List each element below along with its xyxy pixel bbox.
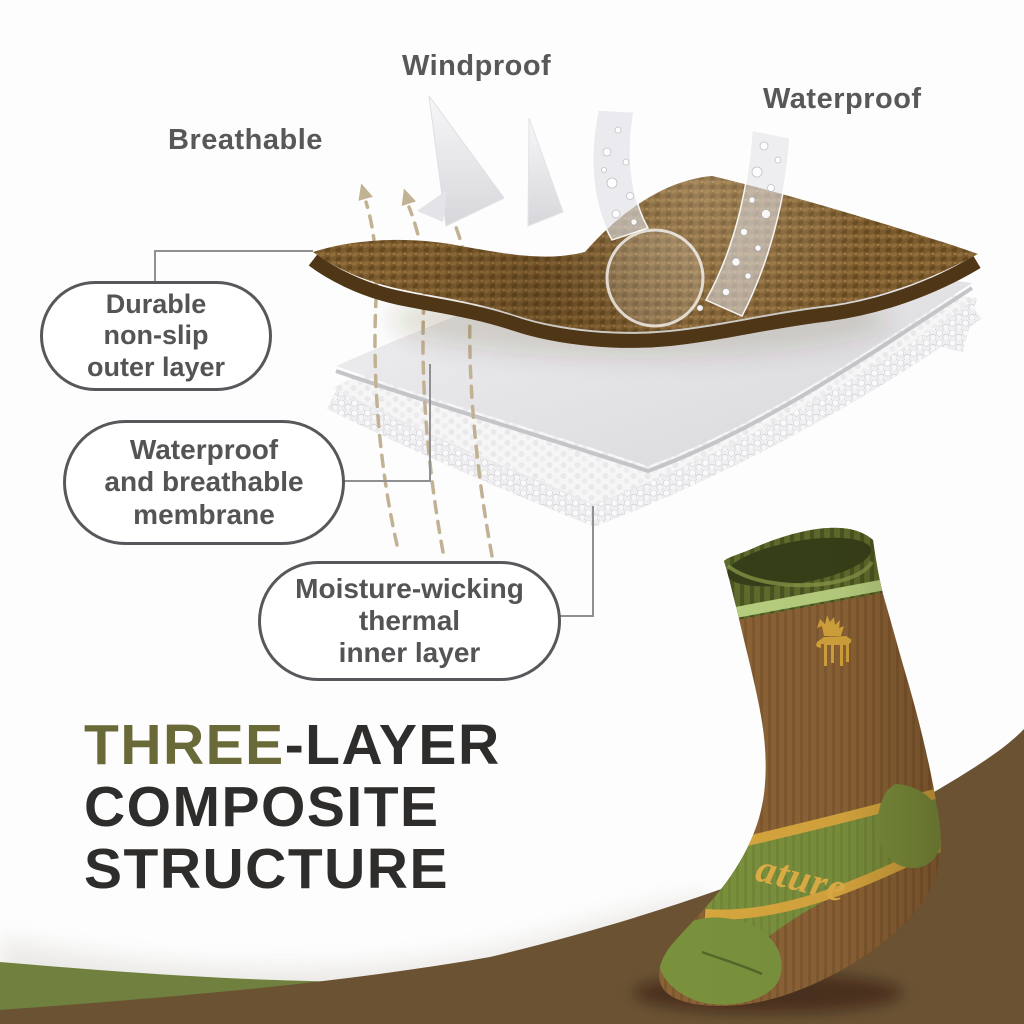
connector-outer-layer (154, 250, 313, 281)
callout-membrane: Waterproof and breathable membrane (63, 420, 345, 545)
headline-line-2: COMPOSITE (84, 775, 440, 840)
callout-inner-layer: Moisture-wicking thermal inner layer (258, 561, 561, 681)
label-breathable: Breathable (168, 124, 323, 156)
waterproof-ribbon (591, 109, 791, 317)
breathability-arrow-icon (364, 200, 399, 547)
label-waterproof: Waterproof (763, 83, 922, 115)
headline-line-1: THREE-LAYER (84, 714, 501, 776)
callout-outer-layer: Durable non-slip outer layer (40, 281, 272, 391)
callout-connectors (154, 250, 594, 617)
headline-line-3: STRUCTURE (84, 837, 449, 902)
label-windproof: Windproof (402, 50, 552, 82)
headline-accent: THREE (84, 713, 285, 777)
headline-line-1-rest: -LAYER (284, 713, 501, 777)
headline: THREE-LAYER COMPOSITE STRUCTURE (84, 714, 501, 900)
windproof-arrow-icon (417, 95, 564, 227)
connector-inner-layer (557, 506, 594, 617)
water-droplet-icon (601, 126, 782, 312)
layers-illustration (154, 95, 982, 617)
outer-fabric-layer (308, 176, 981, 348)
connector-membrane (342, 364, 431, 482)
magnifier-circle (605, 228, 705, 328)
